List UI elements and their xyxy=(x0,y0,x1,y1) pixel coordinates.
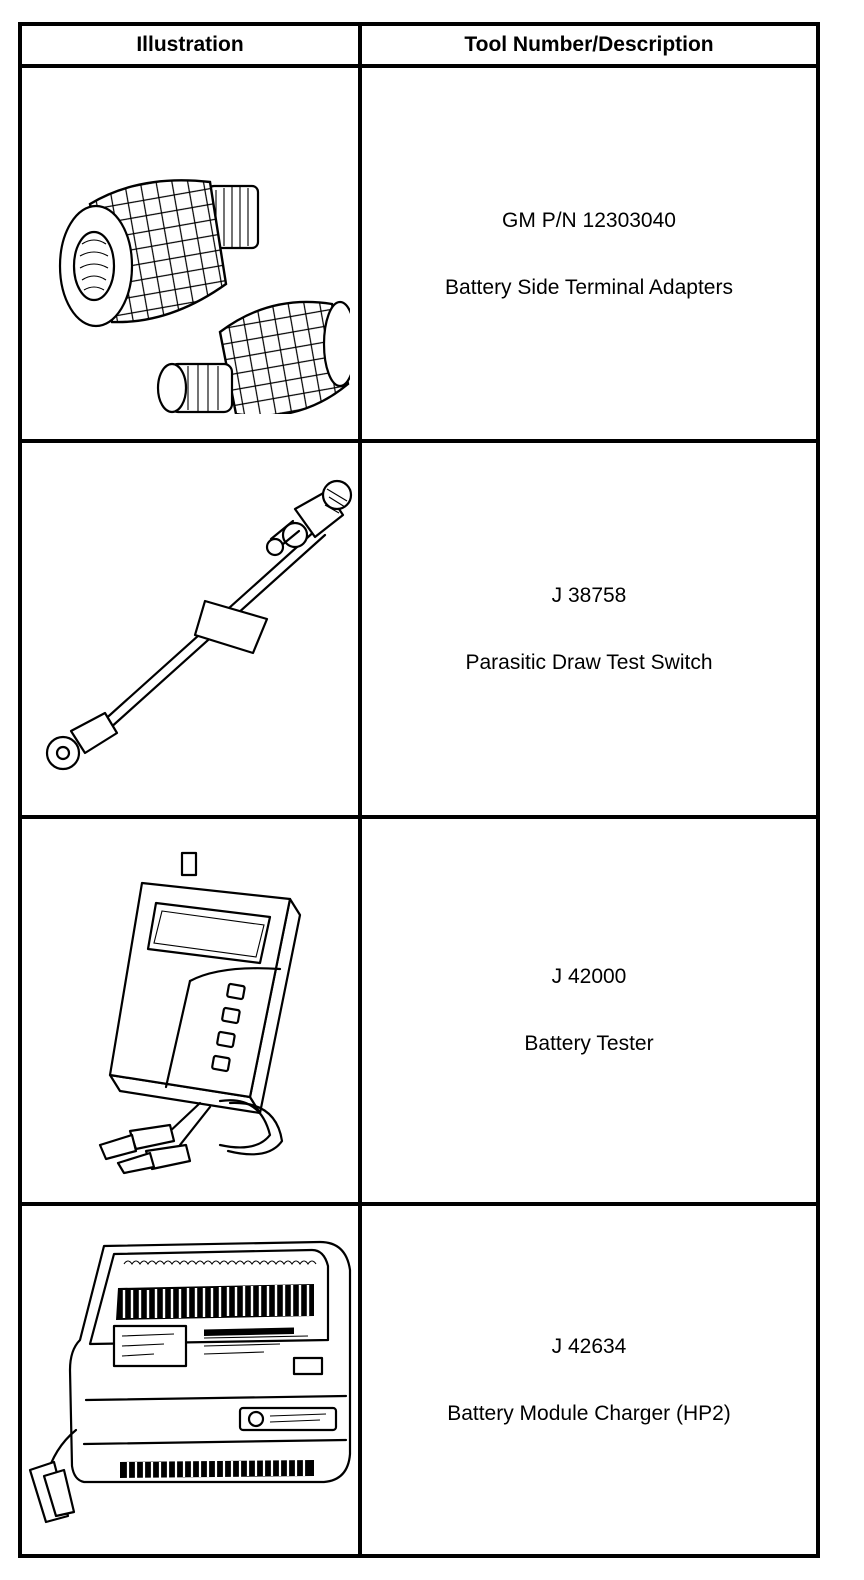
description-cell: GM P/N 12303040 Battery Side Terminal Ad… xyxy=(358,63,820,444)
tools-table: Illustration Tool Number/Description xyxy=(18,22,820,1559)
illustration-cell xyxy=(18,1201,362,1559)
description-cell: J 42634 Battery Module Charger (HP2) xyxy=(358,1201,820,1559)
table-row: J 38758 Parasitic Draw Test Switch xyxy=(18,439,820,819)
description-cell: J 38758 Parasitic Draw Test Switch xyxy=(358,439,820,819)
test-switch-icon xyxy=(45,479,353,771)
header-row: Illustration Tool Number/Description xyxy=(18,22,820,68)
header-illustration: Illustration xyxy=(18,22,362,68)
tool-description: Battery Module Charger (HP2) xyxy=(447,1401,731,1425)
tool-description: Parasitic Draw Test Switch xyxy=(465,651,713,675)
battery-charger-icon xyxy=(28,1240,352,1523)
description-cell: J 42000 Battery Tester xyxy=(358,814,820,1206)
tool-number: J 42000 xyxy=(551,965,627,989)
header-tool-number-description: Tool Number/Description xyxy=(358,22,820,68)
tool-description: Battery Side Terminal Adapters xyxy=(445,275,733,299)
tool-description: Battery Tester xyxy=(524,1032,654,1056)
terminal-adapters-icon xyxy=(58,178,350,414)
table-row: GM P/N 12303040 Battery Side Terminal Ad… xyxy=(18,63,820,444)
tool-number: J 38758 xyxy=(551,583,627,607)
tool-number: J 42634 xyxy=(551,1334,627,1358)
tool-number: GM P/N 12303040 xyxy=(502,208,676,232)
table-row: J 42000 Battery Tester xyxy=(18,814,820,1206)
illustration-cell xyxy=(18,63,362,444)
table-row: J 42634 Battery Module Charger (HP2) xyxy=(18,1201,820,1559)
illustration-cell xyxy=(18,814,362,1206)
illustration-cell xyxy=(18,439,362,819)
battery-tester-icon xyxy=(98,852,302,1175)
